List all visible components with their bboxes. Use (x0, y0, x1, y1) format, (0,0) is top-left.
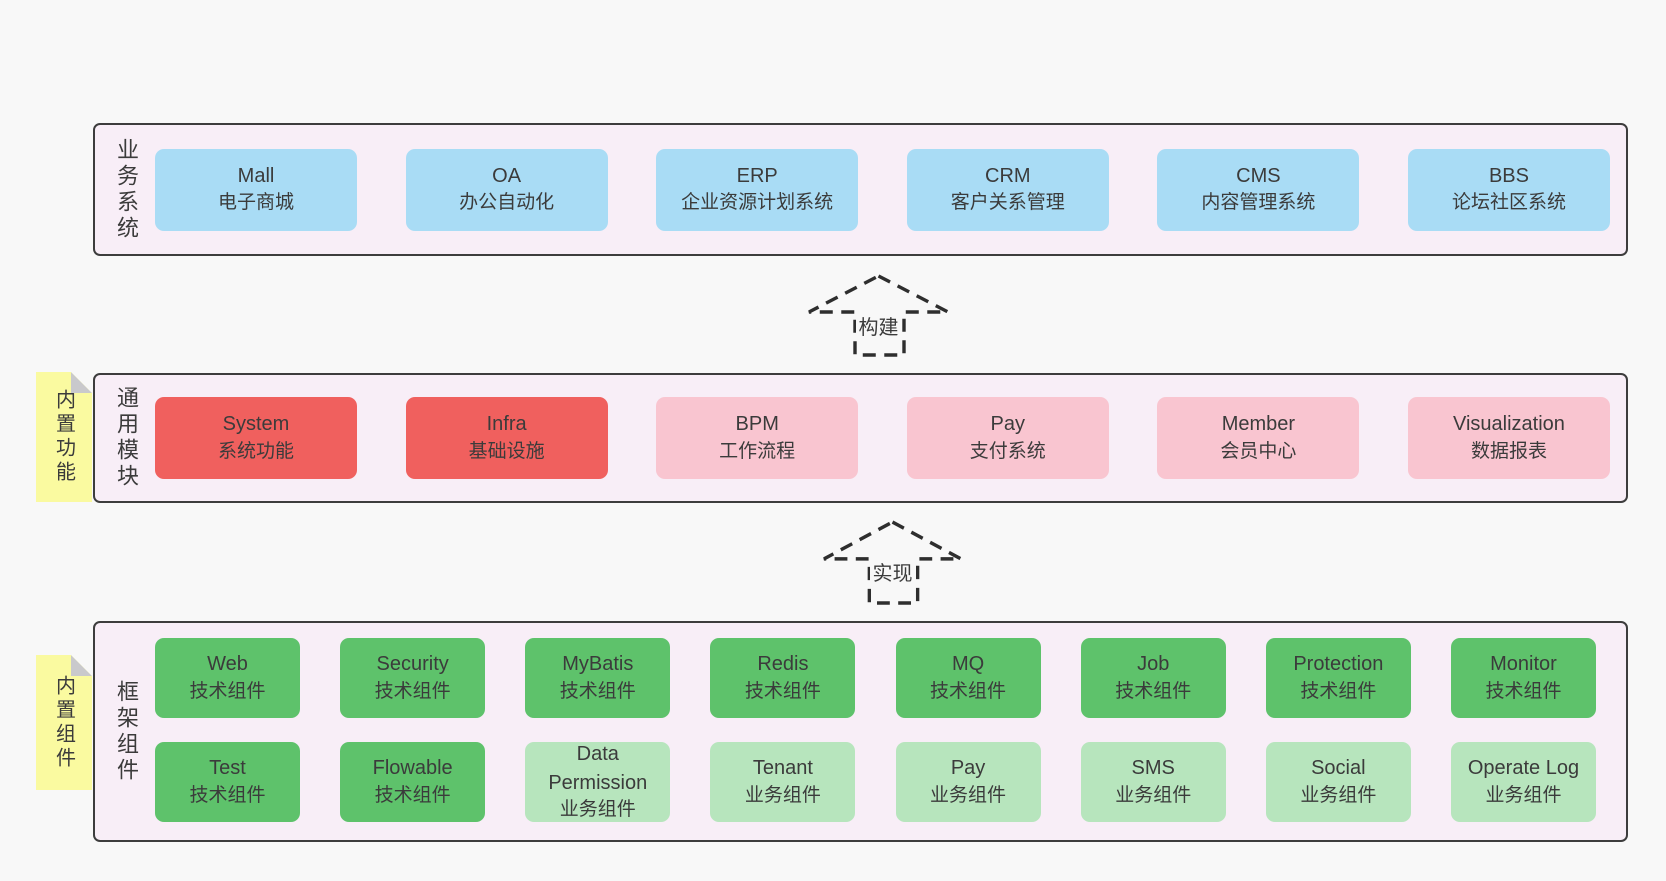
arrow-implement: 实现 (822, 520, 963, 605)
sticky-note-label: 内置功能 (52, 389, 75, 485)
layer-business-label: 业务系统 (114, 137, 139, 242)
layer-modules-label: 通用模块 (114, 386, 139, 490)
arrow-build: 构建 (807, 274, 950, 357)
arrow-build-label: 构建 (855, 310, 902, 341)
arrow-implement-label: 实现 (869, 556, 916, 587)
layer-components-label: 框架组件 (114, 679, 139, 784)
sticky-note-label: 内置组件 (52, 674, 75, 771)
sticky-note-built-in-components: 内置组件 (36, 655, 92, 790)
sticky-note-built-in-features: 内置功能 (36, 372, 92, 502)
